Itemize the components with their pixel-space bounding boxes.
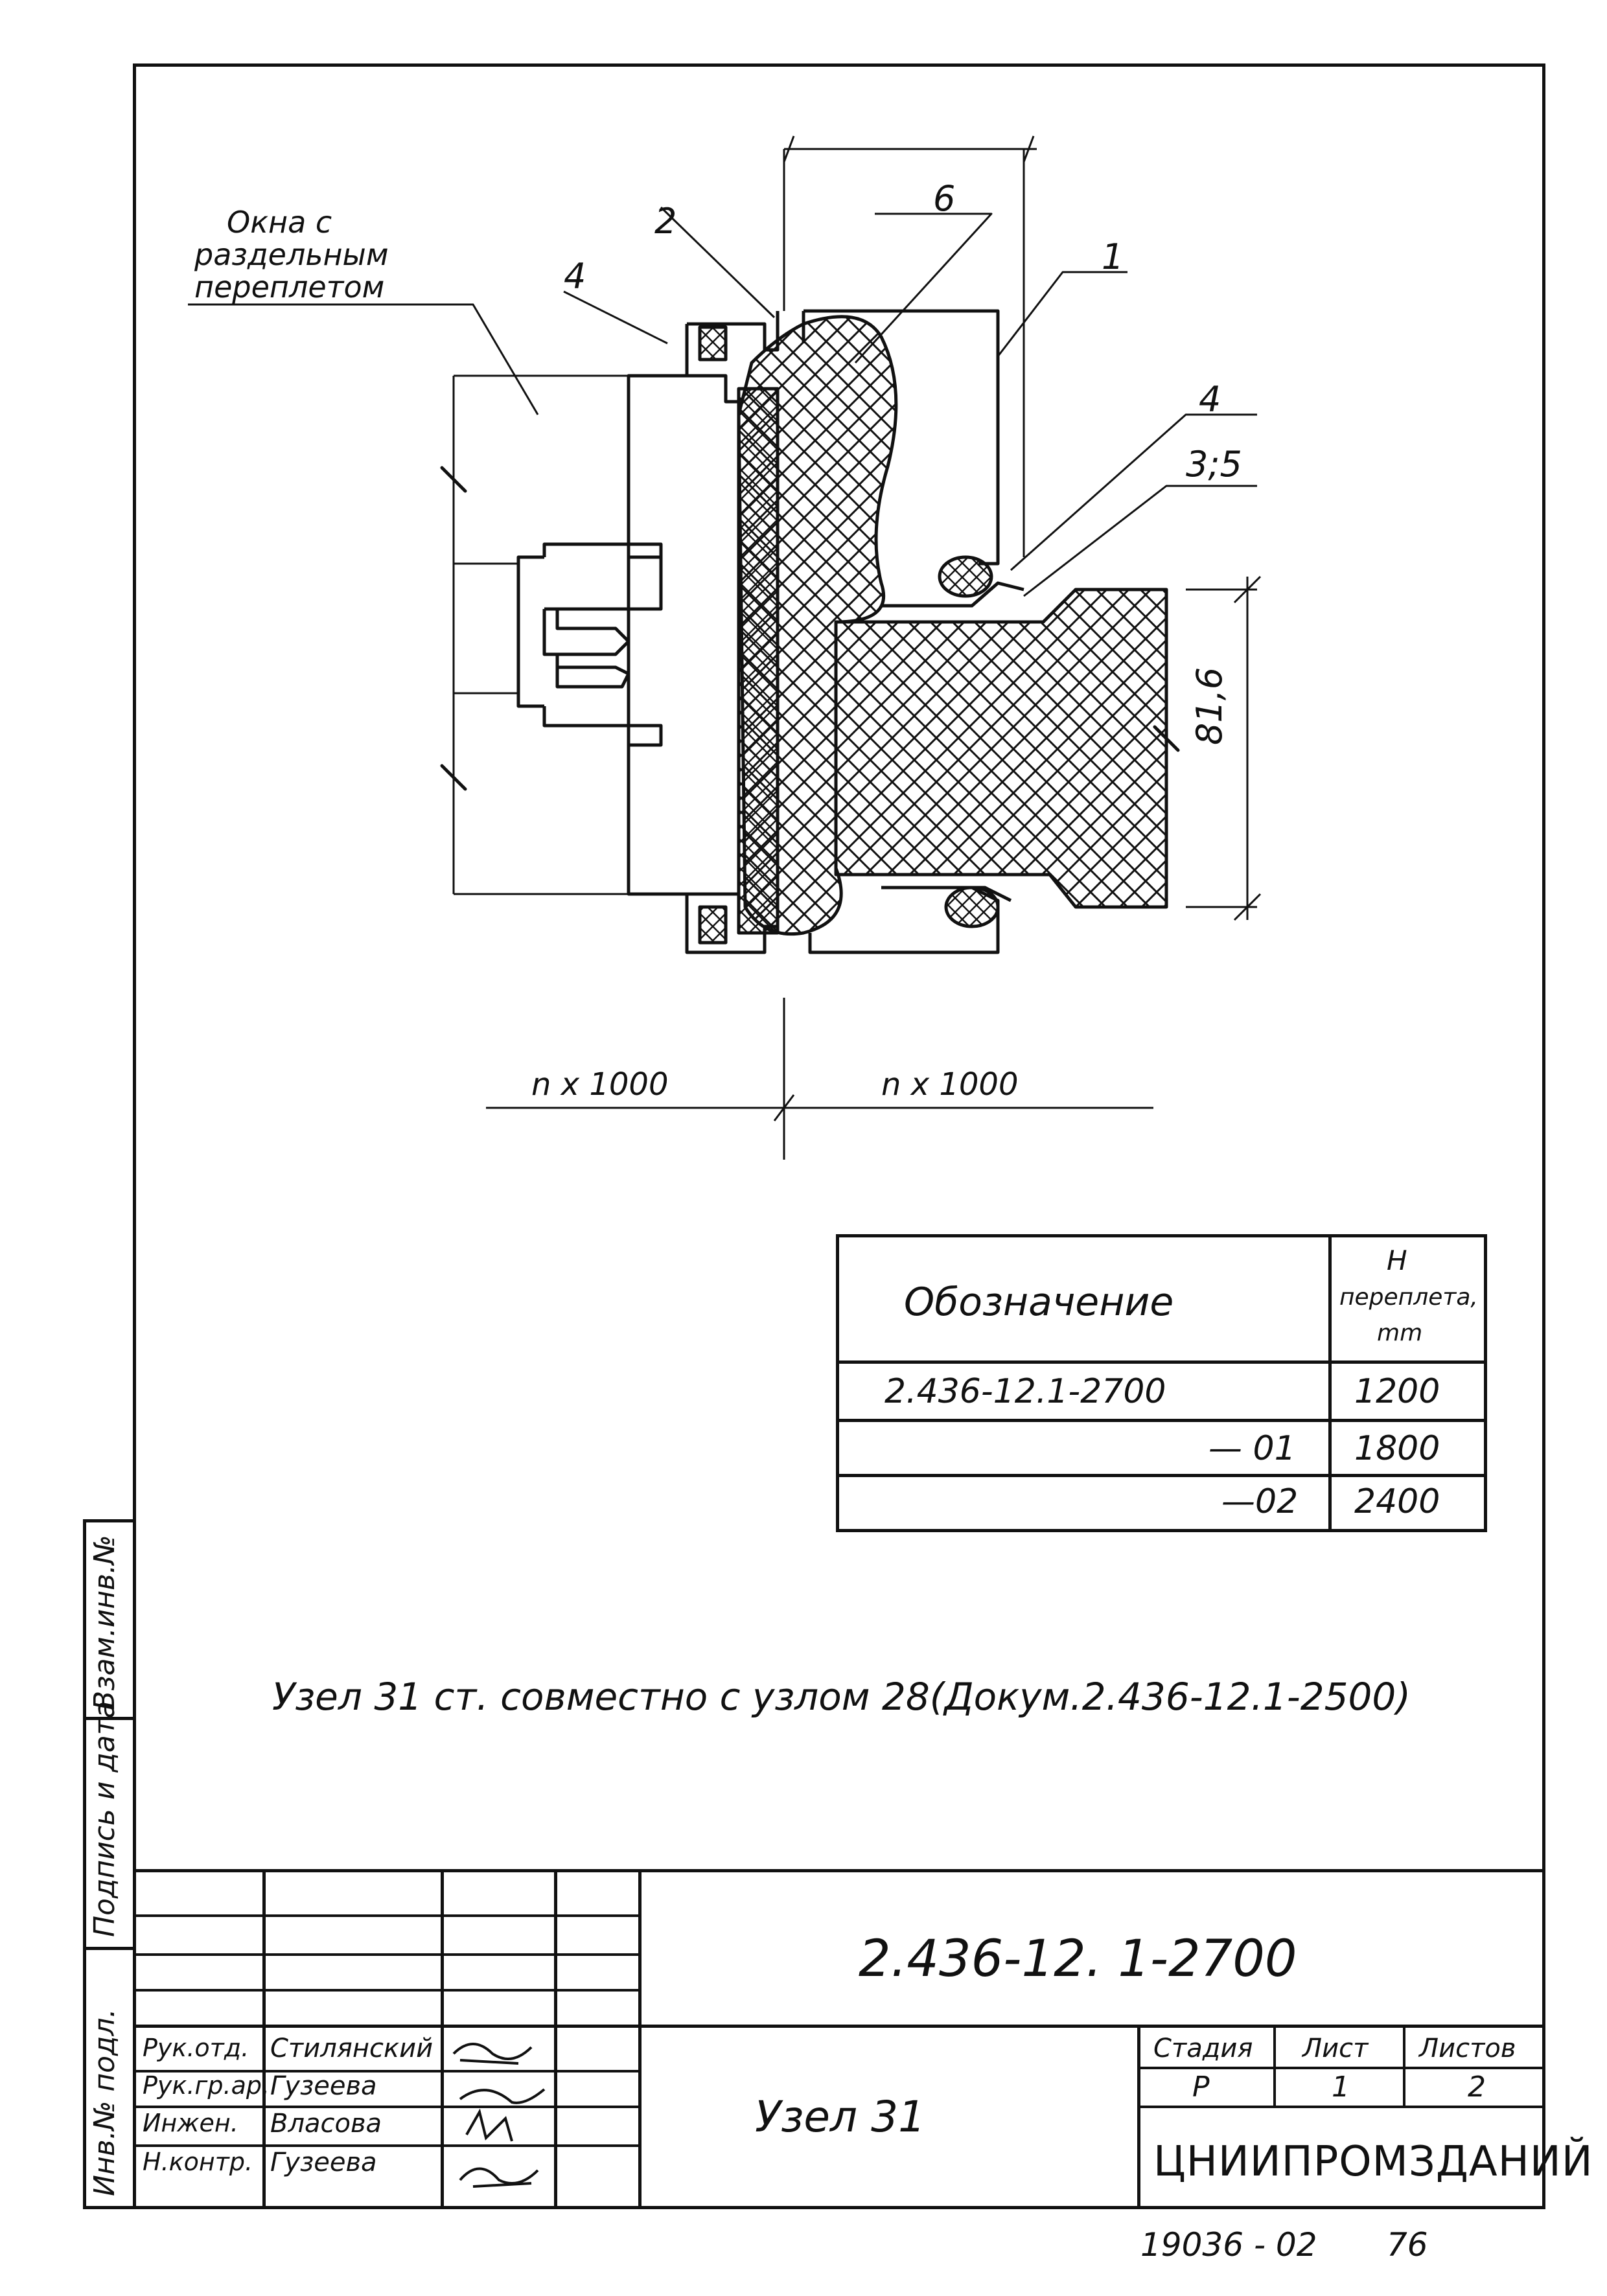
name-3: Власова — [270, 2109, 382, 2139]
tb-h3 — [133, 1989, 638, 1992]
sheet-header: Лист — [1302, 2034, 1369, 2063]
table-row-divider-2 — [839, 1419, 1484, 1422]
role-1: Рук.отд. — [143, 2034, 249, 2062]
footer-code: 19036 - 02 — [1140, 2226, 1317, 2264]
role-4: Н.контр. — [143, 2148, 253, 2176]
tb-h5 — [133, 2070, 638, 2072]
footer-page: 76 — [1387, 2226, 1428, 2264]
dimension-left: n x 1000 — [531, 1066, 669, 1103]
tb-stage-v2 — [1403, 2025, 1405, 2107]
tb-h1 — [133, 1914, 638, 1917]
window-label-line-3: переплетом — [194, 270, 385, 304]
table-row-divider-1 — [839, 1360, 1484, 1364]
role-2: Рук.гр.ар. — [143, 2071, 270, 2100]
table-col-divider — [1328, 1237, 1332, 1529]
tb-v4 — [638, 1872, 642, 2209]
tb-v3 — [554, 1872, 557, 2209]
table-row-1-designation: 2.436-12.1-2700 — [884, 1372, 1166, 1411]
sheets-value: 2 — [1468, 2071, 1486, 2104]
callout-4-top: 4 — [564, 256, 586, 297]
side-stamp-strip — [83, 1519, 136, 2209]
name-4: Гузеева — [270, 2148, 377, 2177]
table-row-2-h: 1800 — [1354, 1429, 1440, 1468]
table-row-3-designation: —02 — [1221, 1482, 1299, 1521]
signatures — [452, 2043, 546, 2188]
callout-6: 6 — [933, 178, 956, 219]
drawing-note: Узел 31 ст. совместно с узлом 28(Докум.2… — [272, 1675, 1411, 1719]
side-stamp-divider-1 — [83, 1717, 136, 1720]
stage-value: Р — [1192, 2071, 1210, 2104]
tb-stage-h2 — [1140, 2106, 1545, 2108]
sheets-header: Листов — [1419, 2034, 1516, 2063]
callout-3-5: 3;5 — [1186, 444, 1242, 485]
table-header-designation: Обозначение — [904, 1280, 1174, 1325]
tb-v1 — [262, 1872, 266, 2209]
doc-number: 2.436-12. 1-2700 — [859, 1930, 1297, 1988]
tb-h6 — [133, 2106, 638, 2108]
tb-h7 — [133, 2144, 638, 2147]
table-row-3-h: 2400 — [1354, 1482, 1440, 1521]
tb-stage-h — [1140, 2067, 1545, 2069]
table-header-h-1: H — [1387, 1245, 1407, 1276]
callout-4-right: 4 — [1199, 379, 1221, 420]
title-block: 2.436-12. 1-2700 Рук.отд. Рук.гр.ар. Инж… — [133, 1869, 1593, 2209]
side-stamp-divider-2 — [83, 1947, 136, 1950]
name-1: Стилянский — [270, 2034, 434, 2063]
dimension-right: n x 1000 — [881, 1066, 1019, 1103]
table-row-2-designation: — 01 — [1208, 1429, 1296, 1468]
table-row-1-h: 1200 — [1354, 1372, 1440, 1411]
stage-header: Стадия — [1153, 2034, 1253, 2063]
tb-v5 — [1137, 2025, 1140, 2209]
designation-table: Обозначение H переплета, mm 2.436-12.1-2… — [836, 1234, 1487, 1532]
drawing-title: Узел 31 — [755, 2092, 926, 2142]
table-header-h-3: mm — [1377, 1320, 1423, 1346]
tb-stage-v1 — [1273, 2025, 1276, 2107]
callout-2: 2 — [654, 201, 677, 242]
sheet-value: 1 — [1332, 2071, 1350, 2104]
window-label-line-1: Окна с — [227, 205, 332, 240]
window-label-line-2: раздельным — [194, 237, 389, 272]
tb-v2 — [441, 1872, 444, 2209]
organization: ЦНИИПРОМЗДАНИЙ — [1153, 2138, 1593, 2186]
callout-1: 1 — [1102, 236, 1124, 277]
tb-h2 — [133, 1953, 638, 1956]
dimension-height: 81,6 — [1189, 667, 1230, 745]
table-row-divider-3 — [839, 1474, 1484, 1477]
role-3: Инжен. — [143, 2109, 238, 2137]
drawing-frame — [133, 63, 1545, 2209]
name-2: Гузеева — [270, 2071, 377, 2101]
tb-h4 — [133, 2025, 1545, 2028]
table-header-h-2: переплета, — [1339, 1284, 1478, 1311]
